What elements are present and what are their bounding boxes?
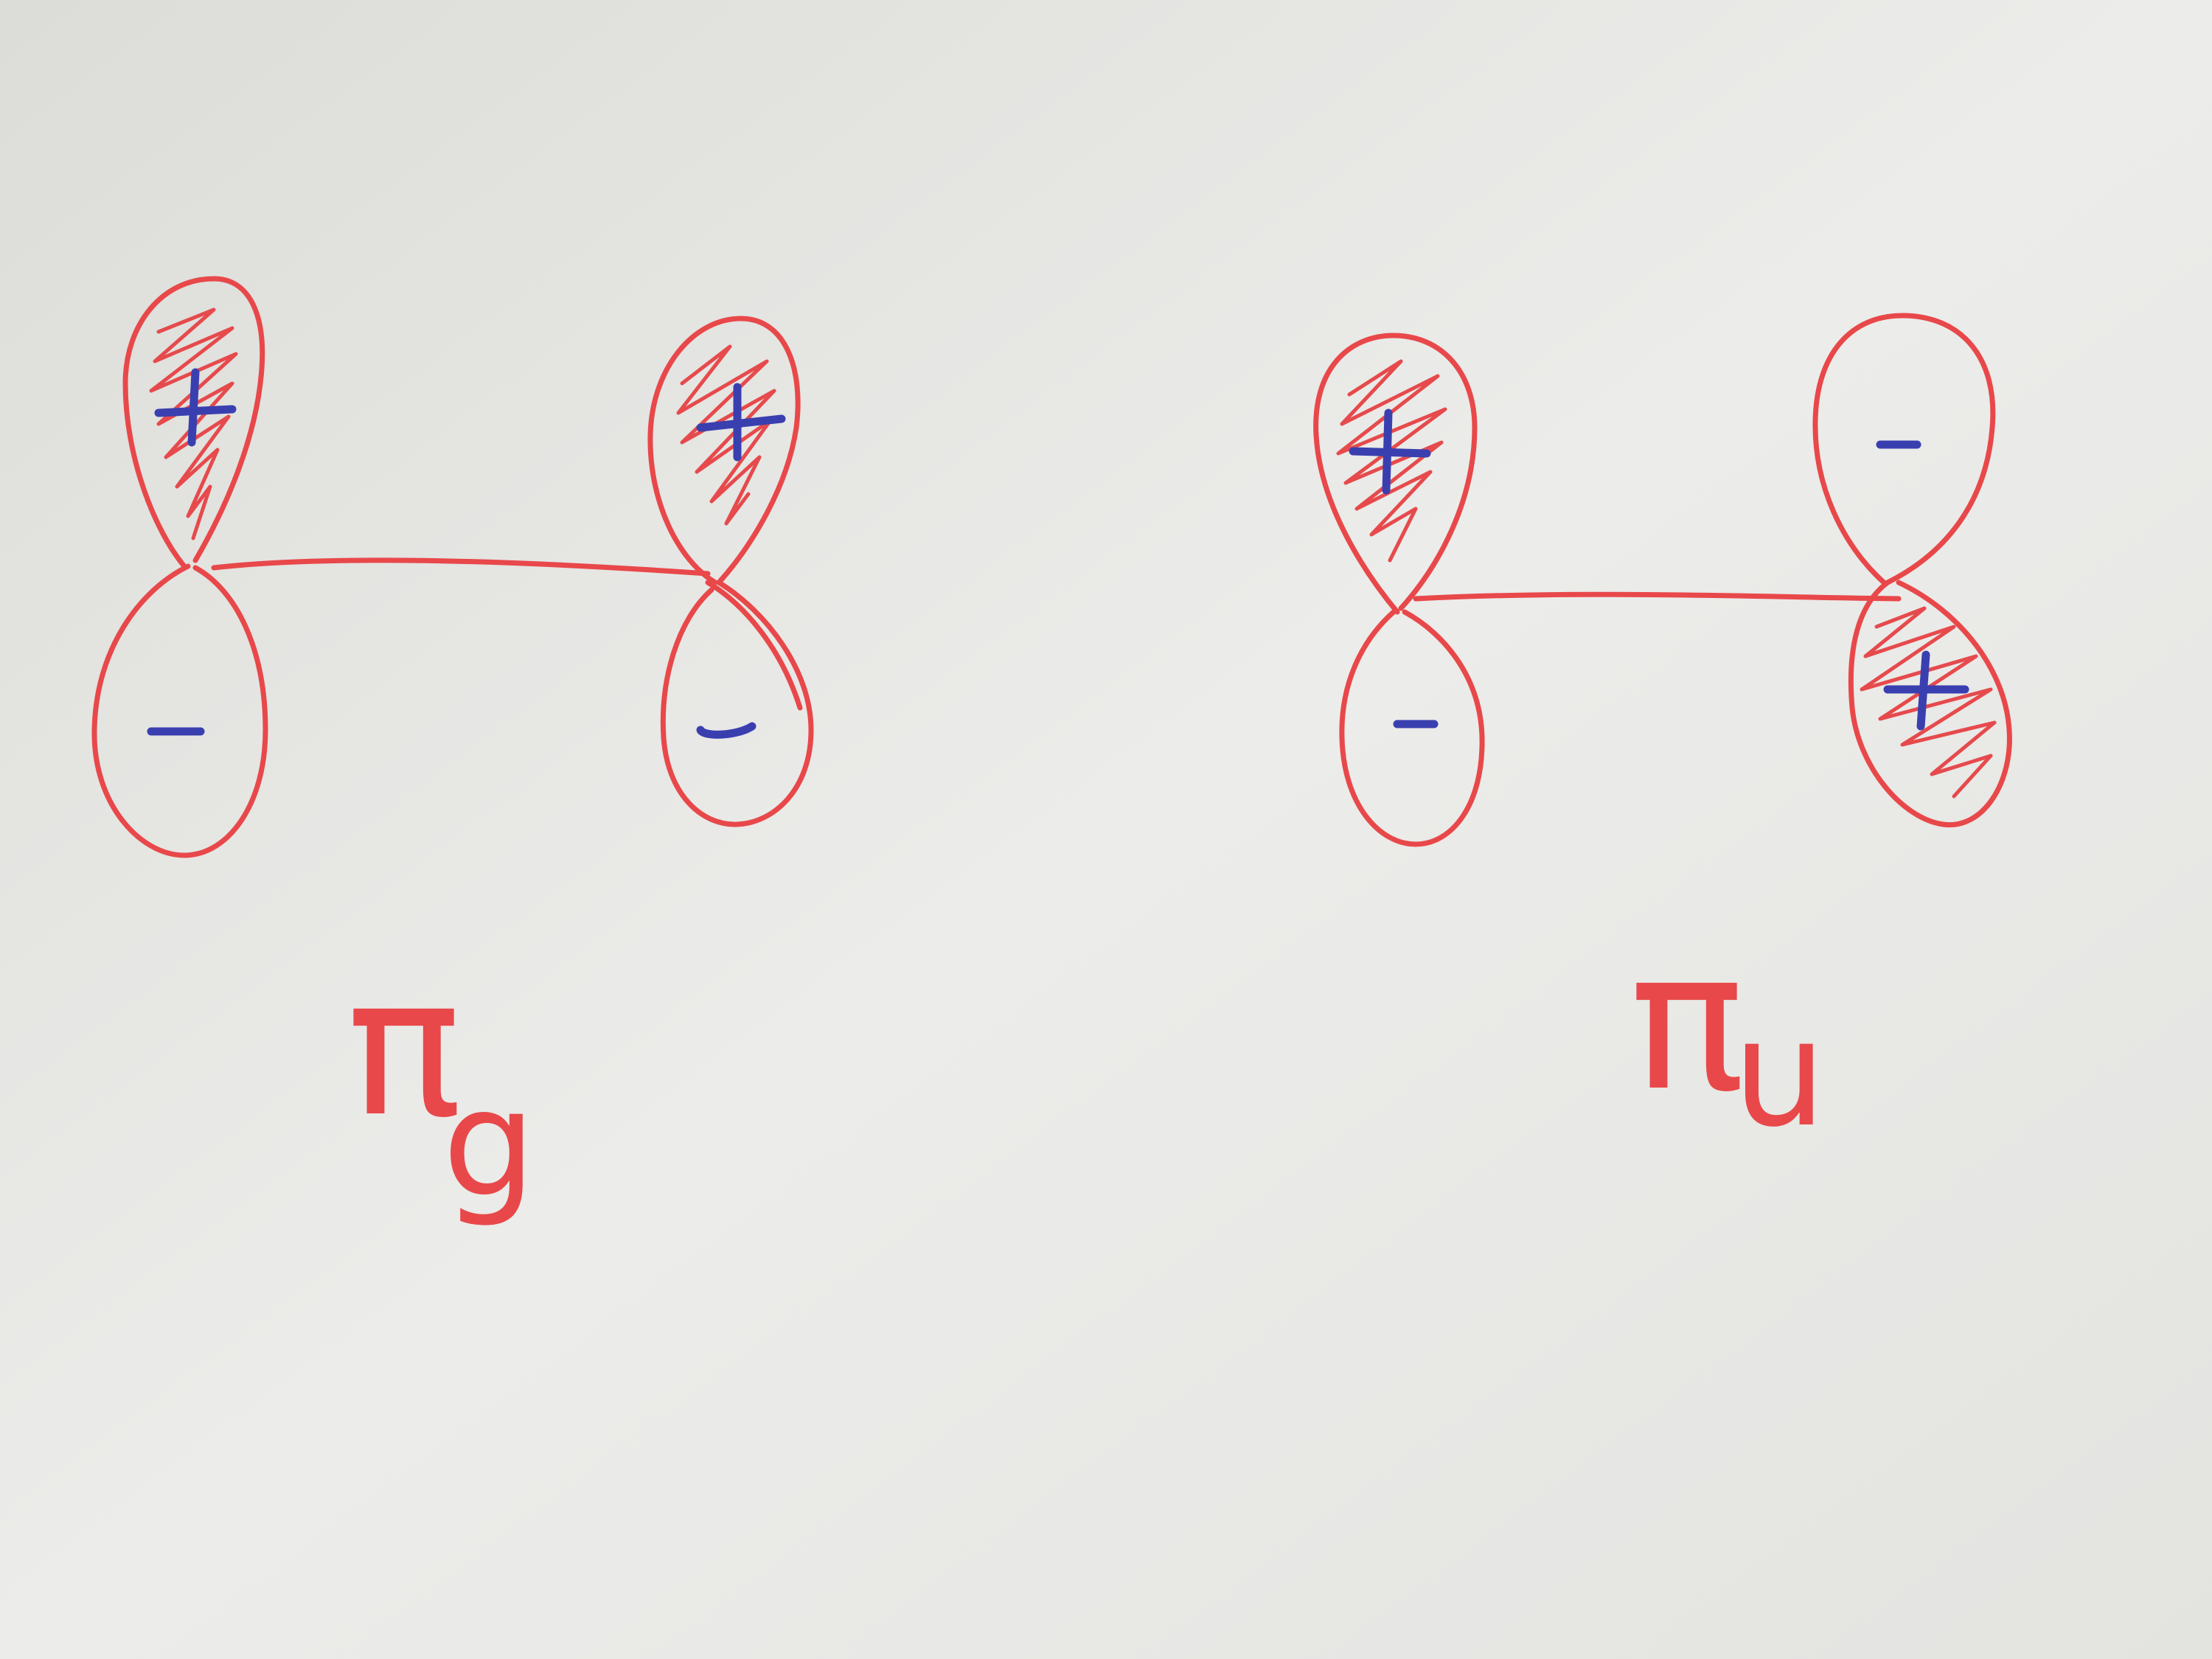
- pi-u-label-symbol: π: [1630, 911, 1745, 1133]
- pi-g-orbital: [91, 276, 814, 858]
- pi-u-atom-c-upper-lobe: [1313, 333, 1478, 615]
- pi-g-atom-b-lower-lobe: [660, 580, 814, 827]
- pi-g-label-symbol: π: [347, 936, 462, 1159]
- pi-u-atom-c-lower-lobe: [1339, 609, 1485, 847]
- pi-g-atom-b-cross-stroke: [705, 580, 803, 711]
- pi-u-atom-d-lower-lobe: [1848, 580, 2012, 828]
- pi-g-label-subscript: g: [442, 1058, 536, 1230]
- pi-u-atom-d-plus-sign: [1883, 650, 1969, 731]
- pi-u-atom-d-upper-lobe: [1812, 313, 1996, 585]
- pi-g-atom-b-plus-sign: [696, 383, 786, 462]
- pi-g-atom-a-hatching: [149, 307, 238, 540]
- pi-u-atom-c-plus-sign: [1349, 408, 1431, 495]
- pi-g-atom-a-lower-lobe: [91, 563, 268, 858]
- pi-g-atom-a-plus-sign: [154, 368, 237, 447]
- pi-g-bond-line: [211, 557, 711, 577]
- pi-u-atom-c-hatching: [1336, 359, 1447, 563]
- pi-u-orbital: [1313, 313, 2012, 847]
- pi-u-label-subscript: u: [1733, 988, 1826, 1160]
- pi-u-bond-line: [1413, 591, 1902, 602]
- pi-g-atom-b-upper-lobe: [647, 316, 801, 585]
- pi-g-atom-a-upper-lobe: [122, 276, 265, 569]
- pi-g-label: π g: [347, 936, 536, 1230]
- pi-g-atom-b-minus-sign: [696, 722, 757, 739]
- pi-u-label: π u: [1630, 911, 1826, 1160]
- pi-u-atom-d-hatching: [1860, 606, 1997, 799]
